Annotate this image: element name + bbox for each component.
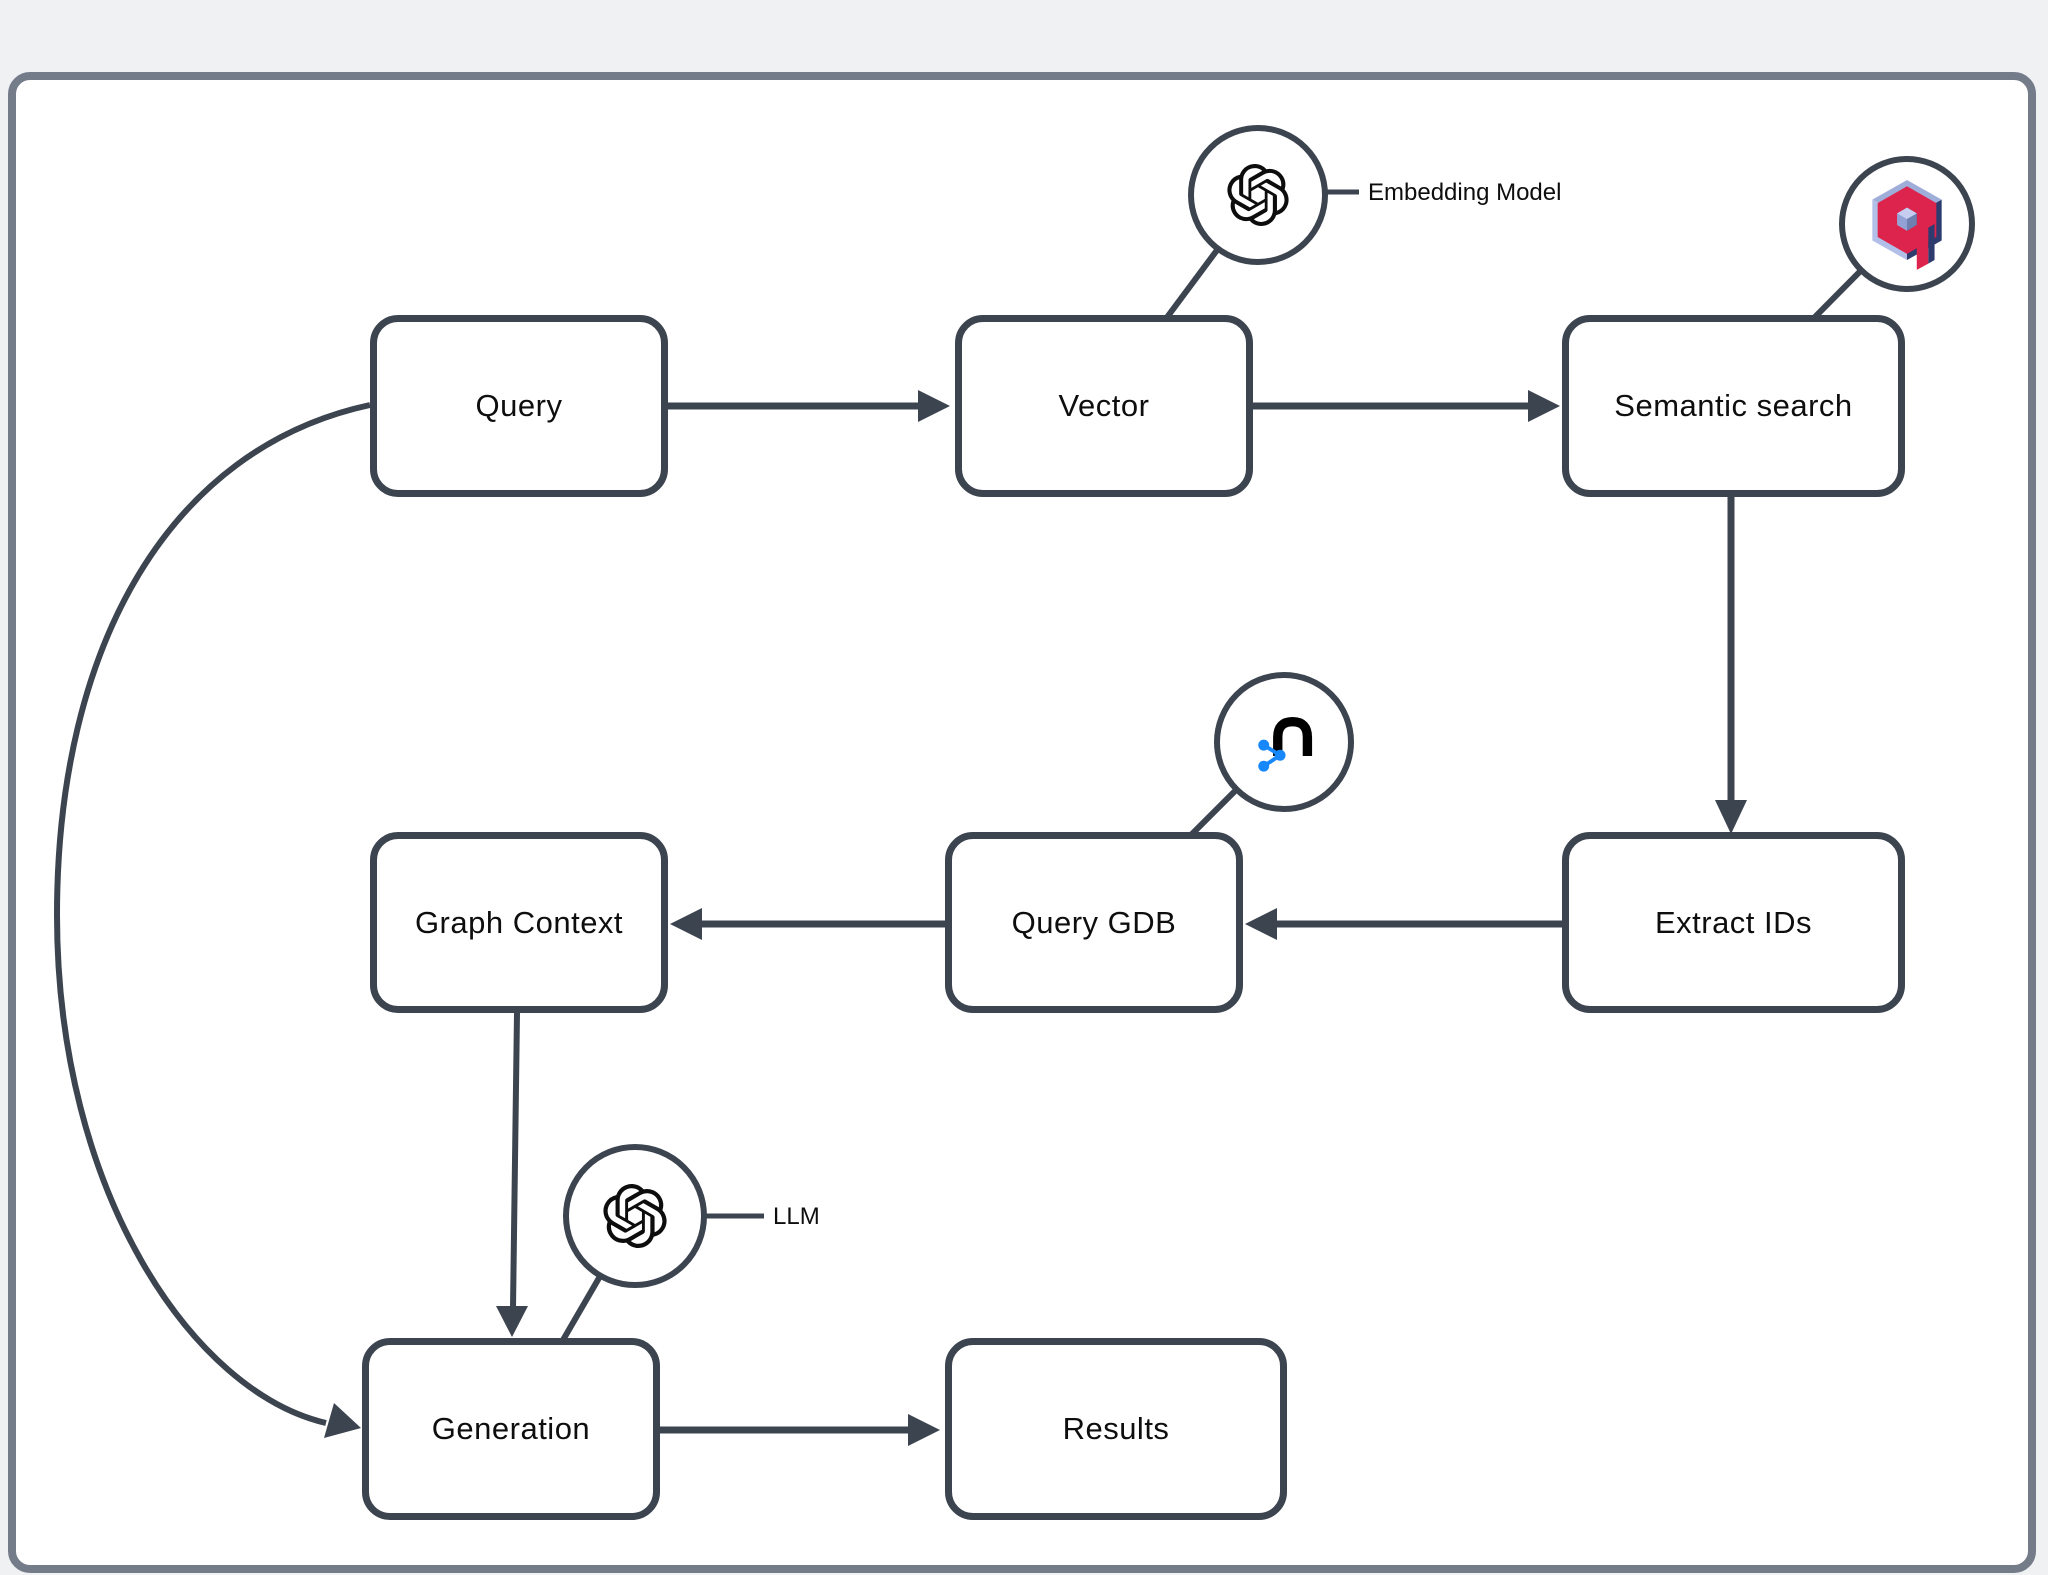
qdrant-badge[interactable]	[1839, 156, 1975, 292]
node-vector-label: Vector	[1058, 388, 1150, 423]
node-extract-ids-label: Extract IDs	[1654, 904, 1813, 940]
node-extract-ids[interactable]: Extract IDs	[1562, 832, 1905, 1013]
node-generation[interactable]: Generation	[362, 1338, 660, 1520]
neo4j-badge[interactable]	[1214, 672, 1354, 812]
embedding-model-badge[interactable]	[1188, 125, 1328, 265]
llm-label: LLM	[773, 1203, 820, 1230]
node-graph-context-label: Graph Context	[414, 904, 624, 940]
node-semantic-search-label: Semantic search	[1614, 388, 1853, 423]
neo4j-icon	[1258, 717, 1313, 772]
node-query-gdb[interactable]: Query GDB	[945, 832, 1243, 1013]
node-generation-label: Generation	[431, 1411, 591, 1446]
node-results[interactable]: Results	[945, 1338, 1287, 1520]
embedding-model-label: Embedding Model	[1368, 179, 1562, 206]
node-query[interactable]: Query	[370, 315, 668, 497]
node-vector[interactable]: Vector	[955, 315, 1253, 497]
node-graph-context[interactable]: Graph Context	[370, 832, 668, 1013]
openai-icon	[603, 1184, 667, 1248]
node-semantic-search[interactable]: Semantic search	[1562, 315, 1905, 497]
qdrant-icon	[1872, 179, 1942, 270]
llm-badge[interactable]	[563, 1144, 707, 1288]
node-query-gdb-label: Query GDB	[1011, 904, 1177, 940]
openai-icon	[1227, 164, 1289, 226]
node-query-label: Query	[475, 388, 563, 423]
node-results-label: Results	[1062, 1411, 1170, 1446]
